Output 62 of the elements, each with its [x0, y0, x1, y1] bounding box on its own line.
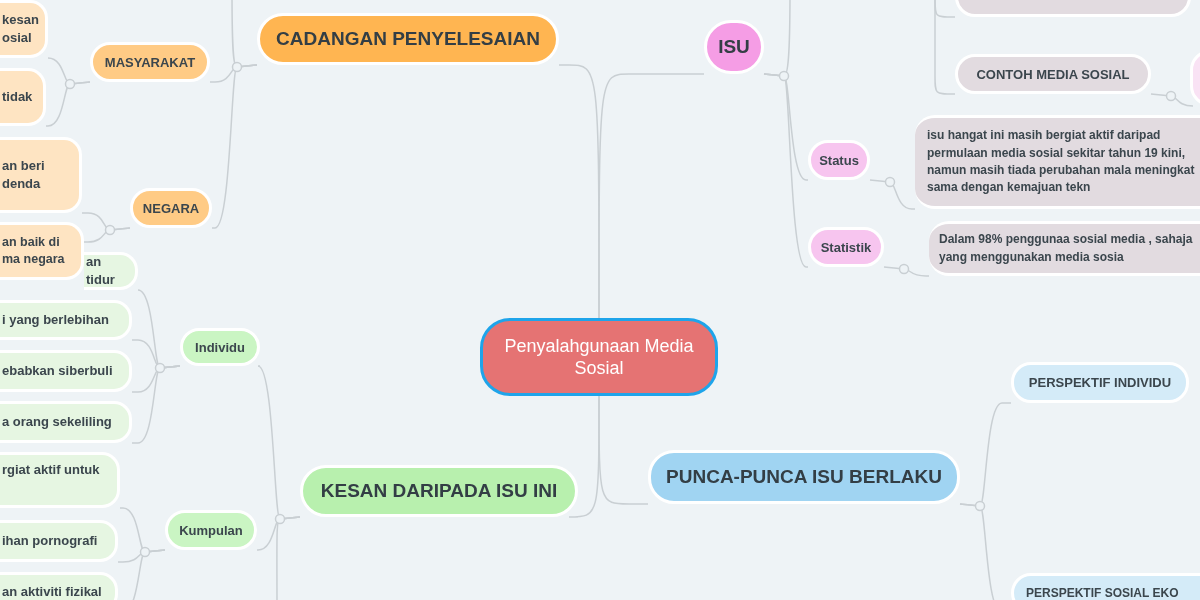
leaf-topic [929, 221, 1200, 276]
leaf-topic [0, 401, 132, 443]
topic-text: Status [819, 152, 859, 168]
main-topic [648, 450, 960, 504]
leaf-topic [0, 0, 48, 58]
topic-text: CADANGAN PENYELESAIAN [276, 28, 540, 50]
topic-text: Individu [195, 339, 245, 355]
topic-text: ebabkan siberbuli [2, 361, 113, 380]
main-topic [704, 20, 764, 74]
topic-text: PUNCA-PUNCA ISU BERLAKU [666, 466, 942, 488]
leaf-topic [0, 520, 118, 562]
topic-text: CONTOH MEDIA SOSIAL [976, 66, 1130, 82]
topic-text: an aktiviti fizikal [2, 582, 102, 600]
subtopic [808, 227, 884, 267]
connector-line [47, 57, 91, 85]
connector-line [81, 212, 131, 231]
leaf-topic [84, 252, 138, 290]
subtopic [90, 42, 210, 82]
leaf-topic [0, 68, 46, 126]
leaf-topic [0, 350, 132, 392]
topic-text: isu hangat ini masih bergiat aktif daripad permulaan media sosial sekitar tahun 19 kini, namun masih tiada perubahan mala meningkat sama dengan kemajuan tekn [927, 127, 1196, 197]
subtopic [180, 328, 260, 366]
topic-text: an baik di ma negara [2, 233, 66, 268]
topic-text: tidak [2, 87, 33, 106]
subtopic [955, 54, 1151, 94]
connector-line [934, 0, 956, 18]
subtopic [1011, 362, 1189, 403]
topic-text: MASYARAKAT [104, 54, 196, 70]
leaf-topic [0, 300, 132, 340]
topic-text: a orang sekeliling [2, 412, 112, 431]
connector-line [869, 179, 916, 210]
topic-text: Kumpulan [179, 522, 243, 538]
topic-text: PERSPEKTIF INDIVIDU [1028, 375, 1172, 390]
topic-text: PERSPEKTIF SOSIAL EKO [1026, 586, 1179, 600]
topic-text: ihan pornografi [2, 531, 98, 550]
topic-text: ISU [718, 36, 750, 58]
connector-line [558, 64, 600, 319]
connector-line [959, 402, 1012, 507]
topic-text: KESAN DARIPADA ISU INI [320, 480, 558, 502]
topic-text: kesan osial [2, 10, 39, 47]
topic-text: rgiat aktif untuk [2, 461, 100, 479]
connector-line [1150, 93, 1194, 107]
topic-text: Dalam 98% penggunaa sosial media , sahaja yang menggunakan media sosia [939, 231, 1194, 266]
topic-text: i yang berlebihan [2, 310, 109, 329]
main-topic [257, 13, 559, 65]
topic-text: NEGARA [142, 200, 200, 216]
subtopic [165, 510, 257, 550]
central-topic [480, 318, 718, 396]
leaf-topic [0, 222, 84, 280]
subtopic [808, 140, 870, 180]
connector-line [568, 395, 600, 518]
connector-line [883, 266, 930, 277]
topic-text: Penyalahgunaan Media Sosial [503, 334, 695, 380]
topic-text: an tidur [86, 252, 116, 289]
leaf-topic [0, 452, 120, 508]
leaf-topic [915, 115, 1200, 209]
main-topic [300, 465, 578, 517]
leaf-topic [0, 137, 82, 213]
subtopic [130, 188, 212, 228]
leaf-topic [0, 572, 118, 600]
topic-text: Statistik [820, 239, 872, 255]
topic-text: an beri denda [2, 156, 46, 193]
